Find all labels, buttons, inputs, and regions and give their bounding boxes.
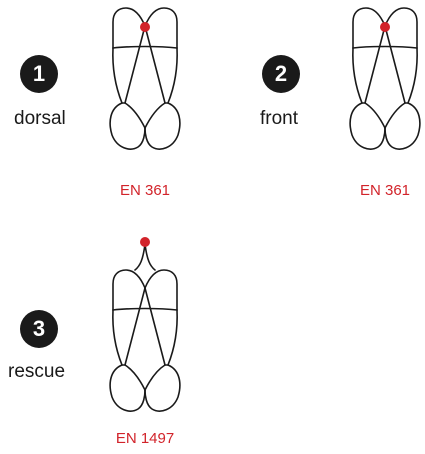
attachment-label: rescue xyxy=(8,361,66,382)
harness-outline xyxy=(109,7,181,150)
right-side-strap xyxy=(407,47,418,104)
left-leg-loop xyxy=(109,364,146,412)
harness-icon xyxy=(109,237,181,412)
right-side-strap xyxy=(167,309,178,366)
chest-strap xyxy=(112,45,178,49)
right-leg-loop xyxy=(384,102,421,150)
attachment-point xyxy=(140,22,150,32)
harness-outline xyxy=(109,269,181,412)
right-leg-loop xyxy=(144,364,181,412)
chest-strap xyxy=(112,307,178,311)
right-leg-inner xyxy=(144,364,166,391)
left-side-strap xyxy=(112,47,123,104)
right-shoulder-strap xyxy=(384,7,418,49)
left-leg-loop xyxy=(109,102,146,150)
attachment-label: dorsal xyxy=(14,108,66,129)
left-leg-inner xyxy=(124,102,146,129)
right-leg-inner xyxy=(144,102,166,129)
right-shoulder-strap xyxy=(144,269,178,311)
step-number-badge: 3 xyxy=(20,310,58,348)
harness-outline xyxy=(349,7,421,150)
right-shoulder-strap xyxy=(144,7,178,49)
right-cross-strap xyxy=(384,25,406,104)
right-cross-strap xyxy=(144,287,166,366)
left-leg-inner xyxy=(124,364,146,391)
left-leg-loop xyxy=(349,102,386,150)
left-cross-strap xyxy=(364,25,386,104)
step-number-badge: 1 xyxy=(20,55,58,93)
attachment-label: front xyxy=(260,108,299,129)
harness-icon xyxy=(109,7,181,150)
right-leg-loop xyxy=(144,102,181,150)
left-shoulder-strap xyxy=(352,7,386,49)
standard-label: EN 361 xyxy=(119,182,171,199)
chest-strap xyxy=(352,45,418,49)
standard-label: EN 1497 xyxy=(115,430,175,447)
left-side-strap xyxy=(352,47,363,104)
rescue-loop xyxy=(134,243,156,271)
left-leg-inner xyxy=(364,102,386,129)
left-cross-strap xyxy=(124,25,146,104)
right-leg-inner xyxy=(384,102,406,129)
right-cross-strap xyxy=(144,25,166,104)
right-side-strap xyxy=(167,47,178,104)
left-cross-strap xyxy=(124,287,146,366)
standard-label: EN 361 xyxy=(359,182,411,199)
harness-icon xyxy=(349,7,421,150)
step-number-badge: 2 xyxy=(262,55,300,93)
left-shoulder-strap xyxy=(112,269,146,311)
left-shoulder-strap xyxy=(112,7,146,49)
attachment-point xyxy=(140,237,150,247)
attachment-point xyxy=(380,22,390,32)
left-side-strap xyxy=(112,309,123,366)
